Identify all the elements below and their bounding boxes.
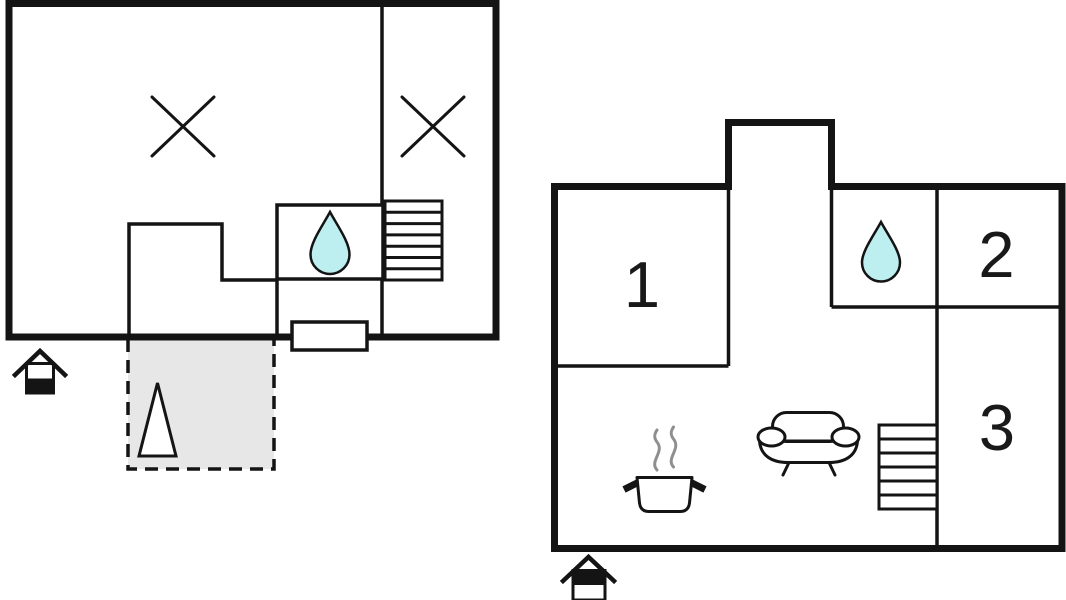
sofa-leg bbox=[827, 461, 837, 477]
house-roof bbox=[559, 553, 618, 585]
room-cross-marker bbox=[150, 95, 216, 158]
room-label-3: 3 bbox=[979, 391, 1015, 464]
water-drop-icon bbox=[860, 219, 902, 283]
triangle-marker bbox=[137, 382, 178, 458]
interior-wall bbox=[127, 222, 277, 335]
sofa-icon bbox=[756, 411, 861, 477]
room-cross-marker bbox=[400, 95, 466, 158]
entrance-house-icon bbox=[11, 347, 69, 395]
stairs-outline bbox=[383, 199, 444, 282]
cross-line bbox=[150, 95, 216, 158]
steam-line bbox=[669, 425, 678, 469]
stairs-icon bbox=[383, 199, 444, 282]
water-drop-icon bbox=[309, 209, 351, 276]
floor-plan-right: 1 2 3 bbox=[551, 119, 1066, 600]
sofa-seat bbox=[758, 439, 859, 464]
floor-plan-left bbox=[5, 0, 500, 471]
terrace-area bbox=[126, 339, 276, 471]
cooking-pot-icon bbox=[622, 425, 707, 513]
room-label-2: 2 bbox=[978, 218, 1014, 291]
house-door-band bbox=[26, 378, 54, 393]
window-marker bbox=[290, 320, 369, 352]
house-roof bbox=[11, 347, 69, 379]
steam-line bbox=[653, 428, 661, 472]
sofa-armrest bbox=[830, 426, 861, 448]
room-label-1: 1 bbox=[624, 248, 660, 321]
house-door-band bbox=[573, 570, 605, 585]
terrace-dashed-border bbox=[126, 339, 276, 471]
sofa-armrest bbox=[756, 426, 787, 448]
cross-line bbox=[400, 95, 466, 158]
stairs-icon bbox=[877, 423, 939, 511]
exterior-walls bbox=[5, 0, 500, 341]
sofa-leg bbox=[781, 461, 791, 477]
pot-body bbox=[635, 476, 694, 513]
entrance-house-icon bbox=[559, 553, 618, 600]
